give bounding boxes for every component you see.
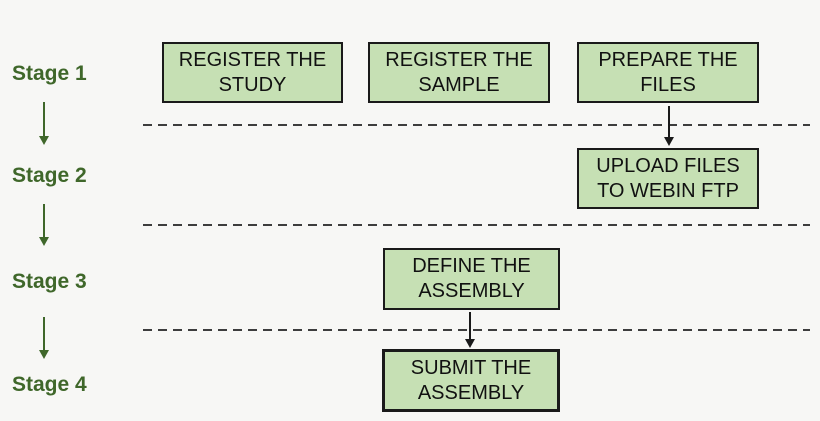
stage-4-label: Stage 4 bbox=[12, 373, 87, 396]
box-label-line: FILES bbox=[640, 73, 696, 96]
arrow-shaft bbox=[42, 204, 45, 237]
box-label-line: REGISTER THE bbox=[178, 48, 327, 71]
box-label-line: SAMPLE bbox=[418, 73, 500, 96]
arrow-down-icon bbox=[663, 106, 674, 146]
box-label-line: REGISTER THE bbox=[385, 48, 533, 71]
arrow-down-icon bbox=[38, 204, 49, 246]
arrow-down-icon bbox=[464, 312, 475, 348]
stage-3-label: Stage 3 bbox=[12, 270, 87, 293]
box-label-line: ASSEMBLY bbox=[418, 280, 525, 302]
stage-2-label: Stage 2 bbox=[12, 164, 87, 187]
stage-separator-line bbox=[143, 224, 810, 226]
arrow-head bbox=[38, 136, 49, 145]
box-label-line: TO WEBIN FTP bbox=[597, 179, 739, 202]
arrow-shaft bbox=[468, 312, 471, 339]
arrow-head bbox=[464, 339, 475, 348]
box-register-study: REGISTER THE STUDY bbox=[162, 42, 343, 103]
box-submit-assembly: SUBMIT THE ASSEMBLY bbox=[382, 349, 560, 412]
box-label-line: SUBMIT THE bbox=[410, 356, 532, 379]
box-label-line: ASSEMBLY bbox=[417, 381, 525, 404]
box-register-sample: REGISTER THE SAMPLE bbox=[368, 42, 550, 103]
box-label-line: STUDY bbox=[218, 73, 287, 96]
box-label-line: UPLOAD FILES bbox=[596, 154, 740, 177]
arrow-down-icon bbox=[38, 102, 49, 145]
stage-1-label: Stage 1 bbox=[12, 62, 87, 85]
arrow-shaft bbox=[42, 317, 45, 350]
arrow-shaft bbox=[42, 102, 45, 136]
box-prepare-files: PREPARE THE FILES bbox=[577, 42, 759, 103]
box-upload-files: UPLOAD FILES TO WEBIN FTP bbox=[577, 148, 759, 209]
arrow-head bbox=[38, 237, 49, 246]
stage-separator-line bbox=[143, 124, 810, 126]
box-label-line: PREPARE THE bbox=[598, 48, 738, 71]
arrow-down-icon bbox=[38, 317, 49, 359]
arrow-head bbox=[663, 137, 674, 146]
arrow-shaft bbox=[667, 106, 670, 137]
box-label-line: DEFINE THE bbox=[412, 255, 531, 277]
arrow-head bbox=[38, 350, 49, 359]
stage-separator-line bbox=[143, 329, 810, 331]
box-define-assembly: DEFINE THE ASSEMBLY bbox=[383, 248, 560, 310]
